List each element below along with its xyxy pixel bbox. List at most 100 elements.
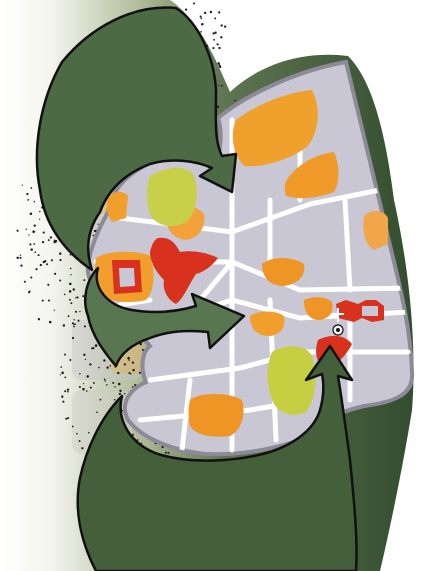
stipple-dot	[24, 281, 26, 283]
stipple-dot	[165, 452, 167, 454]
stipple-dot	[212, 47, 214, 49]
stipple-dot	[204, 12, 206, 14]
stipple-dot	[104, 380, 105, 381]
stipple-dot	[90, 387, 92, 389]
stipple-dot	[234, 100, 236, 102]
stipple-dot	[85, 359, 86, 360]
stipple-dot	[70, 302, 72, 304]
stipple-dot	[75, 311, 77, 313]
stipple-dot	[63, 324, 65, 326]
stipple-dot	[79, 440, 81, 442]
stipple-dot	[217, 105, 220, 108]
stipple-dot	[67, 391, 69, 393]
stipple-dot	[79, 311, 80, 312]
stipple-dot	[55, 240, 58, 243]
stipple-dot	[220, 36, 222, 38]
stipple-dot	[219, 66, 221, 68]
stipple-dot	[72, 426, 74, 428]
stipple-dot	[59, 252, 61, 254]
stipple-dot	[38, 318, 40, 320]
stipple-dot	[62, 401, 64, 403]
stipple-dot	[128, 372, 130, 374]
stipple-dot	[39, 211, 40, 212]
stipple-dot	[68, 315, 70, 317]
stipple-dot	[69, 299, 71, 301]
stipple-dot	[77, 320, 79, 322]
stipple-dot	[61, 372, 64, 375]
stipple-dot	[132, 369, 134, 371]
stipple-dot	[79, 386, 81, 388]
stipple-dot	[217, 43, 219, 45]
stipple-dot	[132, 361, 134, 363]
stipple-dot	[218, 11, 220, 13]
stipple-dot	[67, 417, 69, 419]
stipple-dot	[224, 25, 226, 27]
stipple-dot	[65, 418, 67, 420]
stipple-dot	[54, 273, 56, 275]
stipple-dot	[114, 386, 115, 387]
stipple-dot	[86, 390, 88, 392]
stipple-dot	[88, 432, 90, 434]
stipple-dot	[46, 263, 48, 265]
stipple-dot	[74, 323, 76, 325]
stipple-dot	[221, 24, 223, 26]
stipple-dot	[76, 296, 78, 298]
stipple-dot	[67, 388, 69, 390]
stipple-dot	[127, 357, 130, 360]
stipple-dot	[212, 32, 214, 34]
stipple-dot	[42, 241, 44, 243]
stipple-dot	[17, 230, 19, 232]
stipple-dot	[51, 259, 53, 261]
stipple-dot	[118, 383, 121, 386]
stipple-dot	[70, 268, 72, 270]
stipple-dot	[95, 344, 98, 347]
stipple-dot	[69, 290, 72, 293]
stipple-dot	[83, 279, 85, 281]
stipple-dot	[106, 384, 107, 385]
stipple-dot	[119, 393, 121, 395]
stipple-dot	[98, 367, 100, 369]
stipple-dot	[82, 388, 85, 391]
stipple-dot	[214, 32, 216, 34]
stipple-dot	[218, 47, 220, 49]
stipple-dot	[92, 347, 94, 349]
stipple-dot	[86, 375, 89, 378]
stipple-dot	[100, 399, 102, 401]
stipple-dot	[42, 300, 44, 302]
stipple-dot	[35, 268, 37, 270]
stipple-dot	[72, 337, 74, 339]
stipple-dot	[28, 234, 29, 235]
stipple-dot	[20, 257, 22, 259]
stipple-dot	[48, 300, 50, 302]
stipple-dot	[22, 185, 23, 186]
stipple-dot	[27, 199, 29, 201]
stipple-dot	[26, 193, 28, 195]
stipple-dot	[32, 230, 34, 232]
stipple-dot	[38, 254, 40, 256]
stipple-dot	[39, 219, 40, 220]
stipple-dot	[49, 321, 52, 324]
stipple-dot	[221, 85, 223, 87]
stipple-dot	[64, 294, 66, 296]
stipple-dot	[200, 15, 202, 17]
stipple-dot	[34, 201, 35, 202]
stipple-dot	[210, 11, 212, 13]
stipple-dot	[193, 3, 195, 5]
stipple-dot	[69, 283, 72, 286]
stipple-dot	[26, 229, 27, 230]
stipple-dot	[106, 366, 108, 368]
stipple-dot	[70, 274, 71, 275]
stipple-dot	[34, 224, 36, 226]
stipple-dot	[218, 85, 219, 86]
stipple-dot	[48, 239, 50, 241]
stipple-dot	[54, 310, 55, 311]
stipple-dot	[60, 374, 61, 375]
stipple-dot	[33, 243, 35, 245]
stipple-dot	[84, 325, 86, 327]
stipple-dot	[103, 359, 105, 361]
stipple-dot	[73, 319, 74, 320]
stipple-dot	[139, 372, 141, 374]
stipple-dot	[201, 23, 204, 26]
stipple-dot	[93, 382, 95, 384]
stipple-dot	[114, 399, 115, 400]
